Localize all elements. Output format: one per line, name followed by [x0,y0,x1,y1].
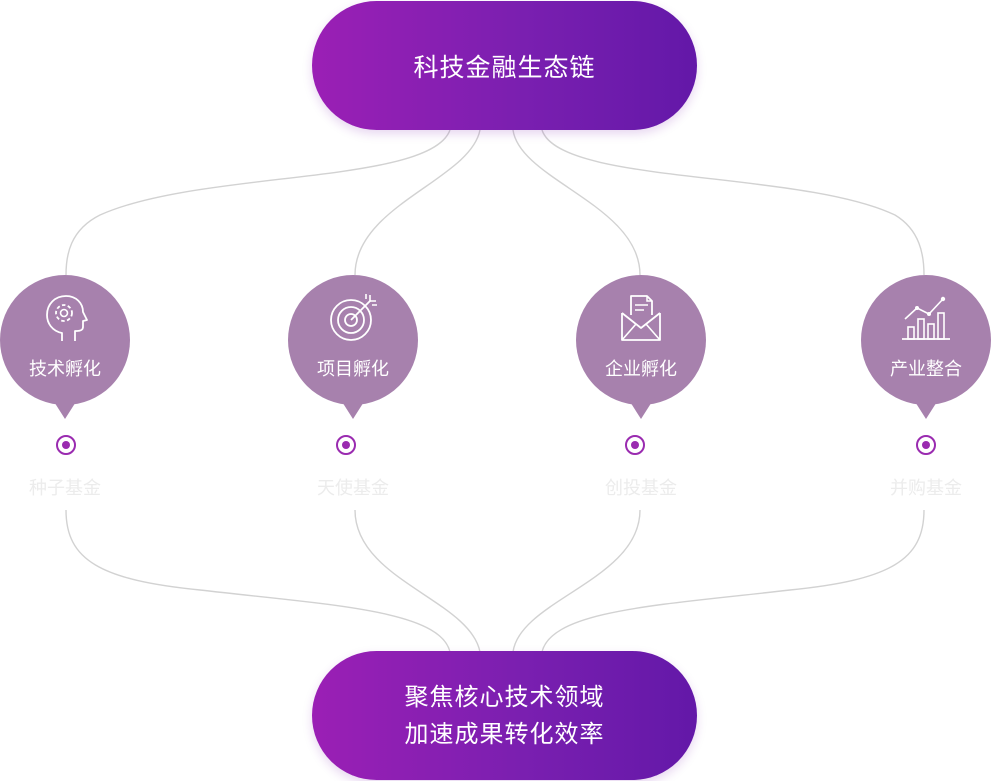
node-marker-dot [56,435,76,455]
node-label: 产业整合 [890,359,962,380]
bottom-pill-line2: 加速成果转化效率 [404,719,605,748]
node-marker-dot [916,435,936,455]
bar-chart-trend-icon [902,296,950,340]
top-pill-title: 科技金融生态链 [413,52,596,82]
node-industry-integration: 产业整合 [861,275,991,425]
bottom-pill: 聚焦核心技术领域 加速成果转化效率 [312,651,697,780]
connector-top-2 [354,129,481,276]
target-arrow-icon [330,294,377,341]
node-enterprise-incubation: 企业孵化 [576,275,706,425]
fund-label-seed: 种子基金 [29,478,101,499]
node-project-incubation: 项目孵化 [288,275,418,425]
node-tech-incubation: 技术孵化 [0,275,130,425]
connector-top-1 [65,129,451,276]
node-label: 企业孵化 [605,359,677,380]
connector-bottom-4 [541,509,925,653]
node-label: 技术孵化 [29,359,101,380]
fund-label-mna: 并购基金 [890,478,962,499]
fund-label-angel: 天使基金 [317,478,389,499]
top-pill: 科技金融生态链 [312,1,697,130]
node-bubble-tail [339,397,367,419]
node-bubble-tail [51,397,79,419]
node-bubble-tail [912,397,940,419]
node-bubble [861,275,991,405]
connector-top-4 [541,129,925,276]
fund-label-venture: 创投基金 [605,478,677,499]
head-gear-icon [46,295,88,341]
node-bubble-tail [627,397,655,419]
envelope-document-icon [621,295,661,341]
connector-bottom-3 [512,509,641,653]
node-marker-dot [625,435,645,455]
connector-bottom-2 [354,509,481,653]
node-marker-dot [336,435,356,455]
node-label: 项目孵化 [317,359,389,380]
connector-top-3 [512,129,641,276]
connector-bottom-1 [65,509,451,653]
bottom-pill-line1: 聚焦核心技术领域 [404,682,605,711]
